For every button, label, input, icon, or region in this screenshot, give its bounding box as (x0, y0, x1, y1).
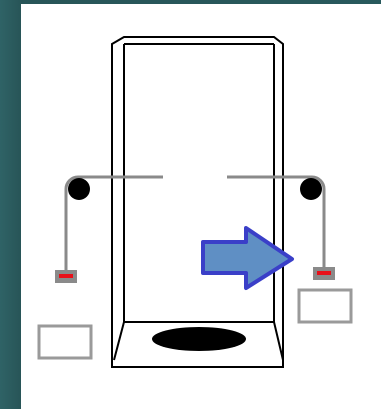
column-inner-base-left (113, 321, 125, 361)
column-inner-base (124, 321, 284, 361)
glass-column (111, 36, 284, 368)
left-tray (37, 324, 93, 360)
right-tray (297, 288, 353, 324)
right-pulley (300, 175, 326, 267)
right-pulley-wheel (300, 178, 322, 200)
right-string-wrap (311, 175, 326, 267)
left-pulley-wheel (68, 178, 90, 200)
left-weight (55, 270, 77, 283)
black-disk (152, 327, 246, 351)
right-weight-mark (317, 271, 331, 275)
right-weight (313, 267, 335, 280)
left-pulley (64, 175, 90, 270)
left-string-wrap (64, 175, 79, 270)
column-outer (111, 36, 284, 368)
left-weight-mark (59, 274, 73, 278)
right-arrow (201, 226, 294, 290)
